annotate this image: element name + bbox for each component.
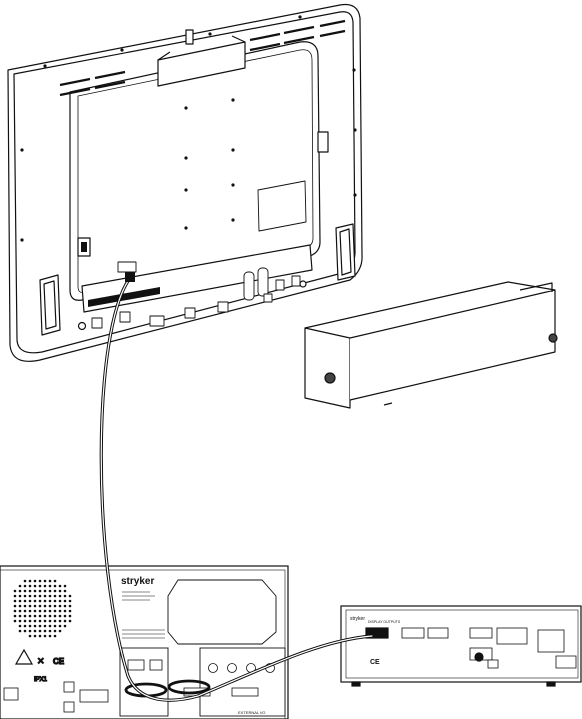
- left-brand: stryker: [121, 576, 154, 587]
- monitor-left-handle: [40, 275, 60, 335]
- right-ce-mark: CE: [370, 659, 380, 666]
- cable-connector-monitor: [125, 272, 135, 282]
- right-section-label: DISPLAY OUTPUTS: [368, 620, 401, 624]
- right-brand: stryker: [350, 616, 365, 622]
- monitor-rear-view: [8, 5, 362, 362]
- rail-knob-left: [325, 373, 335, 383]
- mounting-rail-bracket: [305, 282, 557, 408]
- left-ce-mark: CE: [53, 657, 65, 666]
- left-ip-mark: IPX1: [34, 677, 48, 683]
- monitor-right-handle: [336, 224, 355, 280]
- right-round-port: [475, 653, 483, 661]
- left-weee-mark: ✕: [37, 656, 45, 666]
- left-sub-label: EXTERNAL I/O: [238, 710, 265, 715]
- right-controller-rear-panel: stryker DISPLAY OUTPUTS CE: [341, 606, 581, 686]
- monitor-label-plate: [258, 181, 306, 231]
- left-io-block: [120, 648, 168, 716]
- rail-knob-right: [549, 334, 557, 342]
